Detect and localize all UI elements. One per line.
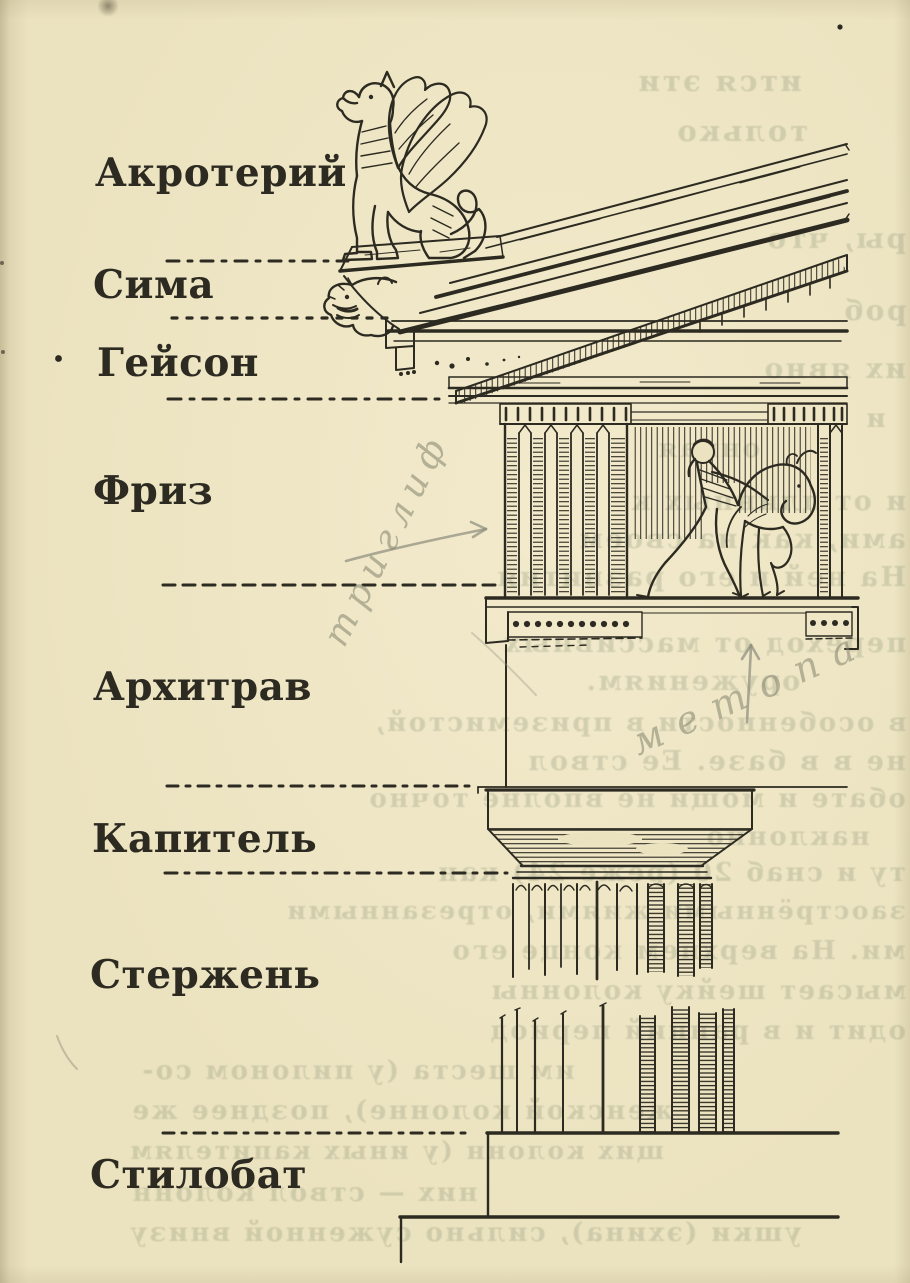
triglyph-right xyxy=(817,423,843,599)
ink-specks xyxy=(0,24,843,369)
label-acroterion: Акротерий xyxy=(95,150,347,196)
label-shaft: Стержень xyxy=(90,952,321,998)
frieze-band xyxy=(448,395,848,425)
pencil-arrow-to-metope xyxy=(745,643,753,724)
column-shaft-lower xyxy=(499,1002,735,1134)
taenia-guttae xyxy=(484,596,860,650)
column-shaft-upper xyxy=(512,880,713,981)
pencil-arrow-to-triglyph xyxy=(344,527,488,563)
doric-capital xyxy=(477,786,848,880)
raking-cornice xyxy=(343,143,850,335)
leader-lines xyxy=(161,259,509,1135)
triglyph-left xyxy=(503,422,629,600)
horizontal-geison xyxy=(385,317,849,390)
label-frieze: Фриз xyxy=(93,468,214,514)
pencil-stroke xyxy=(56,1035,78,1070)
stylobate xyxy=(398,1131,840,1264)
label-sima: Сима xyxy=(93,262,215,308)
metope-relief xyxy=(633,427,817,600)
label-stylobate: Стилобат xyxy=(90,1152,308,1198)
label-geison: Гейсон xyxy=(97,340,259,386)
pencil-stroke xyxy=(471,632,537,696)
label-architrave: Архитрав xyxy=(93,664,313,710)
pencil-arrows xyxy=(56,520,761,1070)
acroterion-plinth xyxy=(338,235,505,273)
label-capital: Капитель xyxy=(92,816,318,862)
griffin-acroterion-figure xyxy=(336,70,488,262)
